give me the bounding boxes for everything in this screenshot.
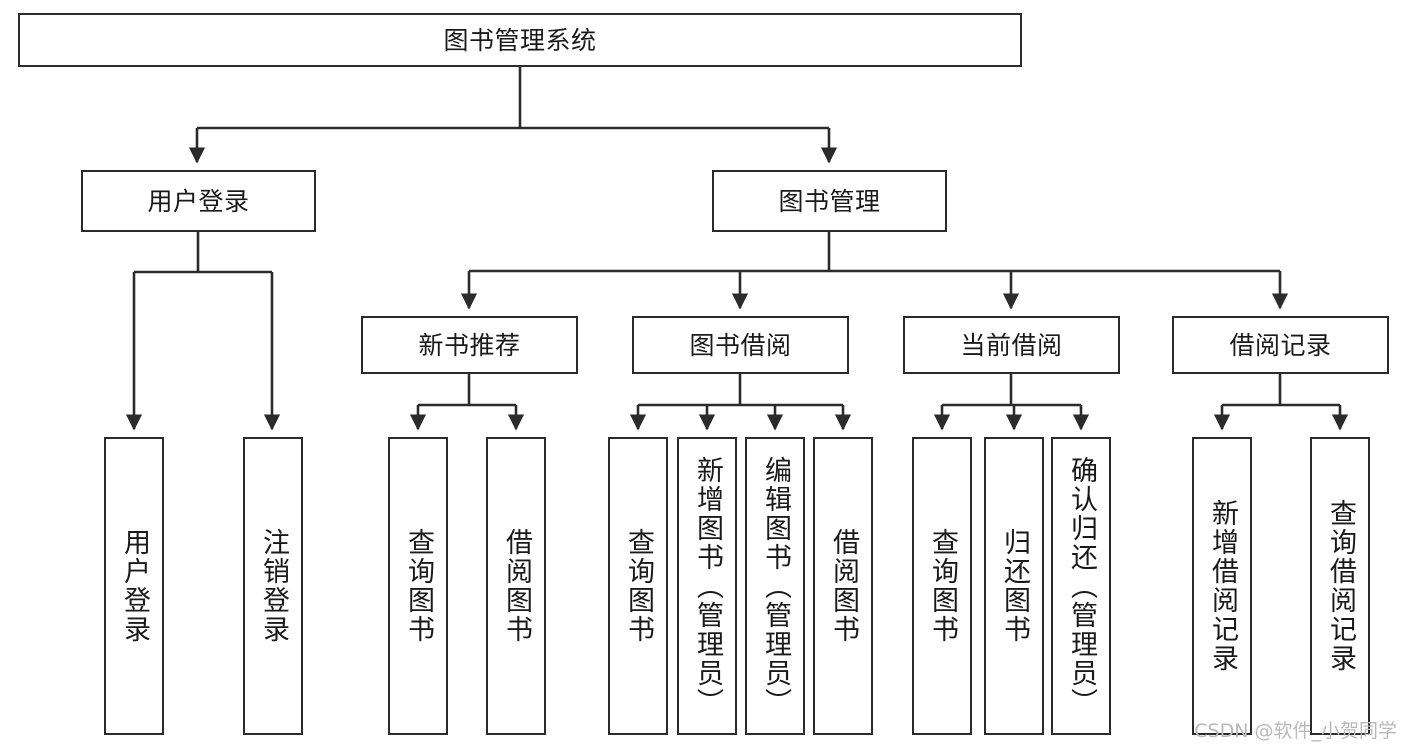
node-borrow-records[interactable]: 借阅记录: [1172, 316, 1389, 374]
node-leaf-borrow-book-recommend-label: 借阅图书: [501, 528, 533, 644]
node-leaf-logout-label: 注销登录: [258, 528, 290, 644]
node-new-book-recommend-label: 新书推荐: [418, 330, 521, 360]
node-user-login[interactable]: 用户登录: [81, 170, 316, 232]
node-leaf-edit-book-admin[interactable]: 编辑图书（管理员）: [745, 437, 805, 735]
node-leaf-return-book[interactable]: 归还图书: [984, 437, 1044, 735]
node-leaf-user-login-label: 用户登录: [119, 528, 151, 644]
node-leaf-query-borrow-record[interactable]: 查询借阅记录: [1310, 437, 1370, 735]
node-leaf-query-borrow-record-label: 查询借阅记录: [1325, 499, 1357, 673]
node-book-management-label: 图书管理: [778, 186, 881, 216]
node-leaf-logout[interactable]: 注销登录: [243, 437, 303, 735]
node-current-borrow-label: 当前借阅: [960, 330, 1063, 360]
node-leaf-user-login[interactable]: 用户登录: [104, 437, 164, 735]
node-new-book-recommend[interactable]: 新书推荐: [361, 316, 578, 374]
node-leaf-query-book-borrow[interactable]: 查询图书: [608, 437, 668, 735]
node-leaf-edit-book-admin-label: 编辑图书（管理员）: [760, 455, 792, 717]
node-leaf-query-book-current[interactable]: 查询图书: [912, 437, 972, 735]
node-book-borrow[interactable]: 图书借阅: [632, 316, 849, 374]
node-leaf-borrow-book-label: 借阅图书: [828, 528, 860, 644]
node-leaf-query-book-current-label: 查询图书: [927, 528, 959, 644]
node-leaf-borrow-book[interactable]: 借阅图书: [813, 437, 873, 735]
watermark: CSDN @软件_小贺同学: [1194, 720, 1397, 742]
node-leaf-add-book-admin-label: 新增图书（管理员）: [692, 455, 724, 717]
node-leaf-query-book-recommend-label: 查询图书: [403, 528, 435, 644]
node-leaf-confirm-return-admin-label: 确认归还（管理员）: [1066, 455, 1098, 717]
node-leaf-query-book-borrow-label: 查询图书: [623, 528, 655, 644]
node-leaf-add-book-admin[interactable]: 新增图书（管理员）: [677, 437, 737, 735]
node-borrow-records-label: 借阅记录: [1229, 330, 1332, 360]
node-user-login-label: 用户登录: [147, 186, 250, 216]
node-leaf-add-borrow-record-label: 新增借阅记录: [1207, 499, 1239, 673]
node-leaf-confirm-return-admin[interactable]: 确认归还（管理员）: [1051, 437, 1111, 735]
node-leaf-borrow-book-recommend[interactable]: 借阅图书: [486, 437, 546, 735]
node-leaf-query-book-recommend[interactable]: 查询图书: [388, 437, 448, 735]
node-book-borrow-label: 图书借阅: [689, 330, 792, 360]
node-root-label: 图书管理系统: [443, 25, 597, 55]
node-book-management[interactable]: 图书管理: [712, 170, 947, 232]
node-current-borrow[interactable]: 当前借阅: [903, 316, 1120, 374]
node-leaf-add-borrow-record[interactable]: 新增借阅记录: [1192, 437, 1252, 735]
node-leaf-return-book-label: 归还图书: [999, 528, 1031, 644]
node-root[interactable]: 图书管理系统: [18, 13, 1022, 67]
